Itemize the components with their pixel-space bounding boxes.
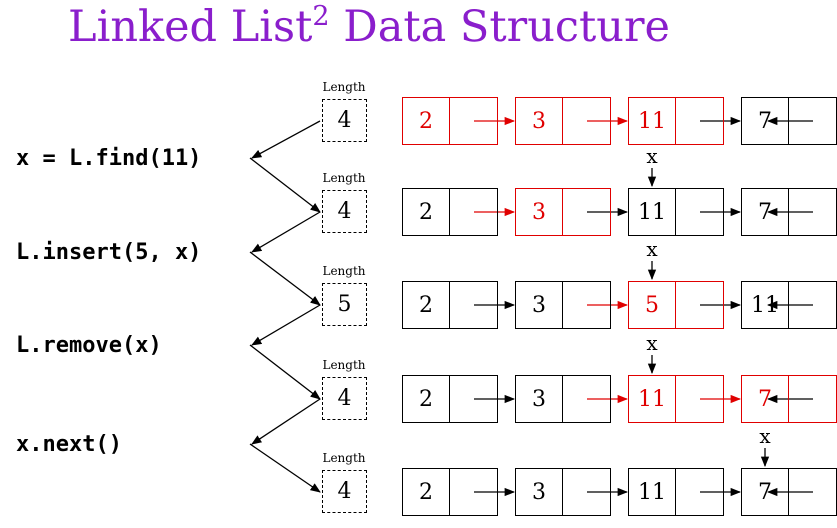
node-next-pointer <box>450 375 498 423</box>
list-node: 3 <box>515 188 611 236</box>
node-value: 2 <box>402 97 450 145</box>
node-next-pointer <box>563 281 611 329</box>
node-next-pointer <box>676 375 724 423</box>
list-node: 2 <box>402 468 498 516</box>
list-node: 2 <box>402 281 498 329</box>
length-label: Length <box>322 171 366 185</box>
node-next-pointer <box>789 375 837 423</box>
node-value: 3 <box>515 375 563 423</box>
page-title: Linked List2 Data Structure <box>0 2 738 52</box>
node-value: 11 <box>741 281 789 329</box>
node-next-pointer <box>450 97 498 145</box>
node-next-pointer <box>450 281 498 329</box>
node-value: 2 <box>402 468 450 516</box>
list-node: 11 <box>628 97 724 145</box>
length-value-box: 4 <box>322 377 367 420</box>
transition-in-arrow <box>251 120 321 159</box>
node-value: 11 <box>628 97 676 145</box>
node-value: 2 <box>402 375 450 423</box>
length-value-box: 4 <box>322 99 367 142</box>
node-value: 3 <box>515 188 563 236</box>
operation-find: x = L.find(11) <box>16 146 202 171</box>
node-next-pointer <box>563 188 611 236</box>
node-value: 2 <box>402 188 450 236</box>
pointer-x-label: x <box>646 237 658 261</box>
length-value-box: 5 <box>322 283 367 326</box>
title-superscript: 2 <box>312 1 330 32</box>
operation-next: x.next() <box>16 432 122 457</box>
node-value: 7 <box>741 188 789 236</box>
list-node: 3 <box>515 281 611 329</box>
node-next-pointer <box>450 188 498 236</box>
transition-out-arrow <box>249 443 321 493</box>
node-next-pointer <box>563 97 611 145</box>
arrows-layer <box>249 116 813 497</box>
node-next-pointer <box>789 97 837 145</box>
list-node: 11 <box>741 281 837 329</box>
node-value: 2 <box>402 281 450 329</box>
list-node: 3 <box>515 375 611 423</box>
transition-in-arrow <box>251 304 321 346</box>
node-value: 11 <box>628 468 676 516</box>
title-main: Linked List <box>68 2 313 52</box>
node-next-pointer <box>563 468 611 516</box>
node-next-pointer <box>676 97 724 145</box>
node-next-pointer <box>676 188 724 236</box>
node-next-pointer <box>789 188 837 236</box>
list-node: 7 <box>741 468 837 516</box>
length-label: Length <box>322 358 366 372</box>
pointer-x-label: x <box>646 144 658 168</box>
list-node: 11 <box>628 188 724 236</box>
list-node: 3 <box>515 468 611 516</box>
list-node: 11 <box>628 468 724 516</box>
node-value: 3 <box>515 468 563 516</box>
pointer-x-label: x <box>646 331 658 355</box>
list-node: 7 <box>741 375 837 423</box>
node-value: 11 <box>628 188 676 236</box>
list-node: 2 <box>402 375 498 423</box>
list-node: 11 <box>628 375 724 423</box>
length-label: Length <box>322 451 366 465</box>
node-next-pointer <box>789 281 837 329</box>
transition-out-arrow <box>249 251 321 306</box>
list-node: 2 <box>402 188 498 236</box>
list-node: 2 <box>402 97 498 145</box>
operation-remove: L.remove(x) <box>16 333 162 358</box>
node-next-pointer <box>789 468 837 516</box>
node-next-pointer <box>676 281 724 329</box>
transition-in-arrow <box>251 211 321 253</box>
node-next-pointer <box>563 375 611 423</box>
length-label: Length <box>322 80 366 94</box>
length-label: Length <box>322 264 366 278</box>
node-value: 7 <box>741 375 789 423</box>
pointer-x-label: x <box>759 424 771 448</box>
node-value: 7 <box>741 468 789 516</box>
list-node: 7 <box>741 188 837 236</box>
transition-out-arrow <box>249 344 321 400</box>
list-node: 5 <box>628 281 724 329</box>
node-next-pointer <box>450 468 498 516</box>
node-value: 3 <box>515 97 563 145</box>
node-value: 11 <box>628 375 676 423</box>
diagram-canvas: Linked List2 Data Structure x = L.find(1… <box>0 2 837 516</box>
length-value-box: 4 <box>322 470 367 513</box>
length-value-box: 4 <box>322 190 367 233</box>
node-value: 7 <box>741 97 789 145</box>
list-node: 7 <box>741 97 837 145</box>
node-value: 5 <box>628 281 676 329</box>
transition-in-arrow <box>251 398 321 445</box>
node-value: 3 <box>515 281 563 329</box>
operation-insert: L.insert(5, x) <box>16 240 202 265</box>
node-next-pointer <box>676 468 724 516</box>
list-node: 3 <box>515 97 611 145</box>
title-rest: Data Structure <box>329 2 670 52</box>
transition-out-arrow <box>249 157 321 213</box>
